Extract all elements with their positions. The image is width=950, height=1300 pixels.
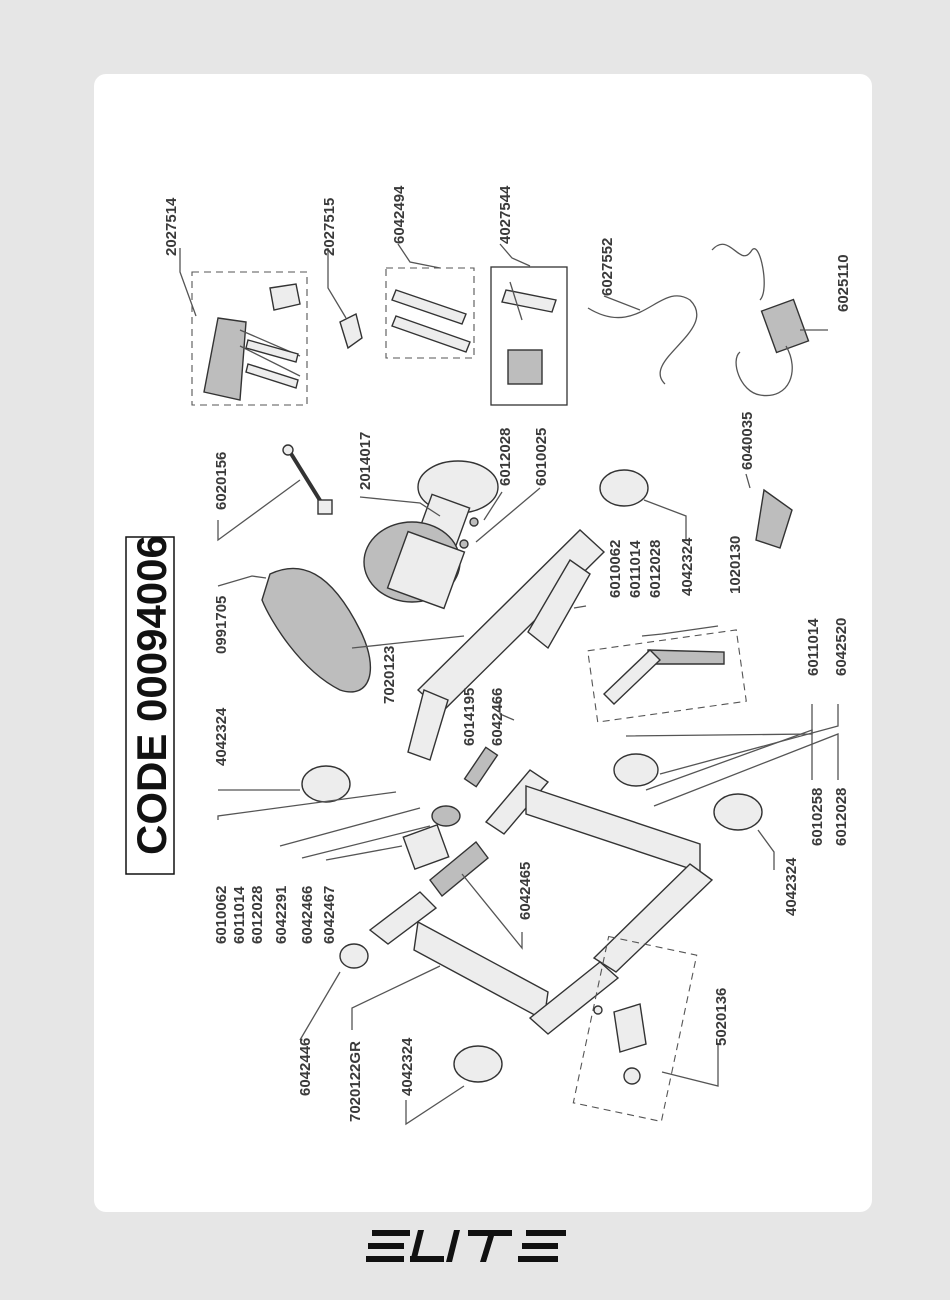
label-6042466-mid: 6042466 bbox=[489, 688, 506, 746]
front-cover bbox=[261, 567, 372, 693]
code-title-block: CODE 00094006 bbox=[125, 535, 175, 875]
label-6027552: 6027552 bbox=[599, 238, 616, 296]
foot-cap-2 bbox=[301, 765, 351, 803]
label-4027544: 4027544 bbox=[497, 185, 514, 244]
clip-part bbox=[339, 312, 363, 350]
handle bbox=[647, 649, 725, 665]
frame bbox=[368, 529, 714, 1035]
sleeve bbox=[402, 823, 450, 871]
screws-top bbox=[459, 517, 479, 549]
label-6042465: 6042465 bbox=[517, 862, 534, 920]
label-7020122GR: 7020122GR bbox=[347, 1041, 364, 1122]
label-6010062-left: 6010062 bbox=[213, 886, 230, 944]
label-6010258: 6010258 bbox=[809, 788, 826, 846]
foot-pad bbox=[755, 488, 793, 549]
label-6011014-mid: 6011014 bbox=[627, 540, 644, 598]
label-6042466-left: 6042466 bbox=[299, 886, 316, 944]
label-6042520: 6042520 bbox=[833, 618, 850, 676]
foot-cap-4 bbox=[453, 1045, 503, 1083]
bushing bbox=[431, 805, 461, 827]
end-cap bbox=[339, 943, 369, 969]
code-title: CODE 00094006 bbox=[128, 535, 175, 855]
elite-logo bbox=[366, 1230, 566, 1262]
foot-cap-1 bbox=[599, 469, 649, 507]
label-6012028-right: 6012028 bbox=[833, 788, 850, 846]
cable-part bbox=[587, 295, 698, 385]
knob bbox=[613, 753, 659, 787]
label-6042446: 6042446 bbox=[297, 1038, 314, 1096]
label-6025110: 6025110 bbox=[835, 254, 852, 312]
spring bbox=[463, 746, 499, 788]
label-6010062-mid: 6010062 bbox=[607, 540, 624, 598]
strap-group bbox=[385, 267, 475, 359]
label-6014195: 6014195 bbox=[461, 688, 478, 746]
tablet-holder-group bbox=[191, 271, 308, 406]
label-2014017: 2014017 bbox=[357, 432, 374, 490]
label-4042324-right: 4042324 bbox=[783, 857, 800, 916]
label-6020156: 6020156 bbox=[213, 452, 230, 510]
bracket-group bbox=[572, 935, 698, 1123]
label-6011014-left: 6011014 bbox=[231, 886, 248, 944]
roller-unit bbox=[363, 460, 499, 610]
grip bbox=[429, 840, 489, 898]
label-6012028-left: 6012028 bbox=[249, 886, 266, 944]
label-2027515: 2027515 bbox=[321, 198, 338, 256]
label-1020130: 1020130 bbox=[727, 536, 744, 594]
label-4042324-top: 4042324 bbox=[679, 537, 696, 596]
label-6040035: 6040035 bbox=[739, 412, 756, 470]
label-0991705: 0991705 bbox=[213, 596, 230, 654]
sensor-kit-group bbox=[490, 266, 568, 406]
label-6012028-top: 6012028 bbox=[497, 428, 514, 486]
label-6042291: 6042291 bbox=[273, 886, 290, 944]
axle-part bbox=[282, 444, 333, 515]
label-2027514: 2027514 bbox=[163, 197, 180, 256]
label-4042324-bottom: 4042324 bbox=[399, 1037, 416, 1096]
label-6042467: 6042467 bbox=[321, 886, 338, 944]
label-6012028-mid: 6012028 bbox=[647, 540, 664, 598]
label-5020136: 5020136 bbox=[713, 988, 730, 1046]
label-6011014-right: 6011014 bbox=[805, 618, 822, 676]
label-7020123: 7020123 bbox=[381, 646, 398, 704]
foot-cap-3 bbox=[713, 793, 763, 831]
label-6042494: 6042494 bbox=[391, 185, 408, 244]
label-6010025: 6010025 bbox=[533, 428, 550, 486]
label-4042324-left: 4042324 bbox=[213, 707, 230, 766]
power-supply-group bbox=[711, 243, 810, 397]
